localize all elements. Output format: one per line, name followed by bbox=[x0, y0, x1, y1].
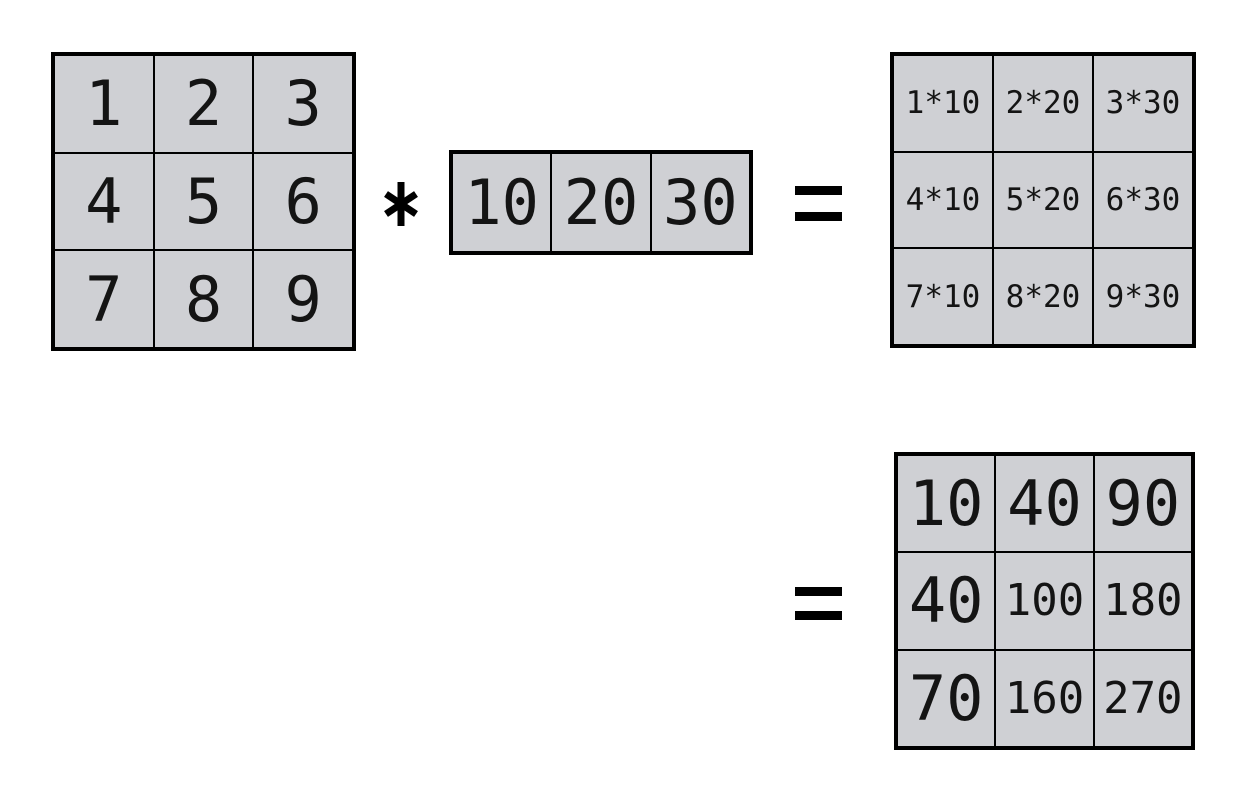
matrix-a-cell: 1 bbox=[54, 55, 154, 153]
expression-cell: 6*30 bbox=[1093, 151, 1193, 249]
expression-cell: 3*30 bbox=[1093, 55, 1193, 152]
equals-bar bbox=[795, 186, 842, 195]
matrix-a: 1 2 3 4 5 6 7 8 9 bbox=[51, 52, 356, 351]
result-cell: 40 bbox=[995, 455, 1094, 553]
matrix-a-cell: 2 bbox=[153, 55, 254, 153]
result-cell: 100 bbox=[995, 552, 1094, 650]
expression-cell: 9*30 bbox=[1093, 248, 1193, 345]
matrix-a-cell: 9 bbox=[253, 250, 353, 348]
result-cell: 90 bbox=[1093, 455, 1192, 553]
expression-matrix: 1*10 2*20 3*30 4*10 5*20 6*30 7*10 8*20 … bbox=[890, 52, 1196, 348]
matrix-a-cell: 7 bbox=[54, 250, 154, 348]
expression-cell: 2*20 bbox=[993, 55, 1093, 152]
row-vector-cell: 10 bbox=[452, 153, 552, 252]
expression-cell: 5*20 bbox=[993, 151, 1093, 249]
equals-bar bbox=[795, 587, 842, 596]
equals-bar bbox=[795, 212, 842, 221]
result-cell: 270 bbox=[1093, 649, 1192, 747]
result-cell: 40 bbox=[897, 552, 996, 650]
matrix-a-cell: 3 bbox=[253, 55, 353, 153]
expression-cell: 7*10 bbox=[893, 248, 993, 345]
row-vector-cell: 30 bbox=[650, 153, 750, 252]
result-cell: 180 bbox=[1093, 552, 1192, 650]
equals-icon bbox=[795, 587, 842, 620]
result-cell: 70 bbox=[897, 649, 996, 747]
result-cell: 10 bbox=[897, 455, 996, 553]
row-vector: 10 20 30 bbox=[449, 150, 753, 255]
equals-bar bbox=[795, 611, 842, 620]
matrix-a-cell: 4 bbox=[54, 152, 154, 251]
matrix-a-cell: 6 bbox=[253, 152, 353, 251]
matrix-a-cell: 8 bbox=[153, 250, 254, 348]
expression-cell: 1*10 bbox=[893, 55, 993, 152]
equals-icon bbox=[795, 186, 842, 221]
result-matrix: 10 40 90 40 100 180 70 160 270 bbox=[894, 452, 1195, 750]
expression-cell: 4*10 bbox=[893, 151, 993, 249]
multiply-operator bbox=[384, 180, 418, 228]
matrix-a-cell: 5 bbox=[153, 152, 254, 251]
row-vector-cell: 20 bbox=[551, 153, 651, 252]
expression-cell: 8*20 bbox=[993, 248, 1093, 345]
result-cell: 160 bbox=[995, 649, 1094, 747]
asterisk-icon bbox=[384, 182, 418, 226]
